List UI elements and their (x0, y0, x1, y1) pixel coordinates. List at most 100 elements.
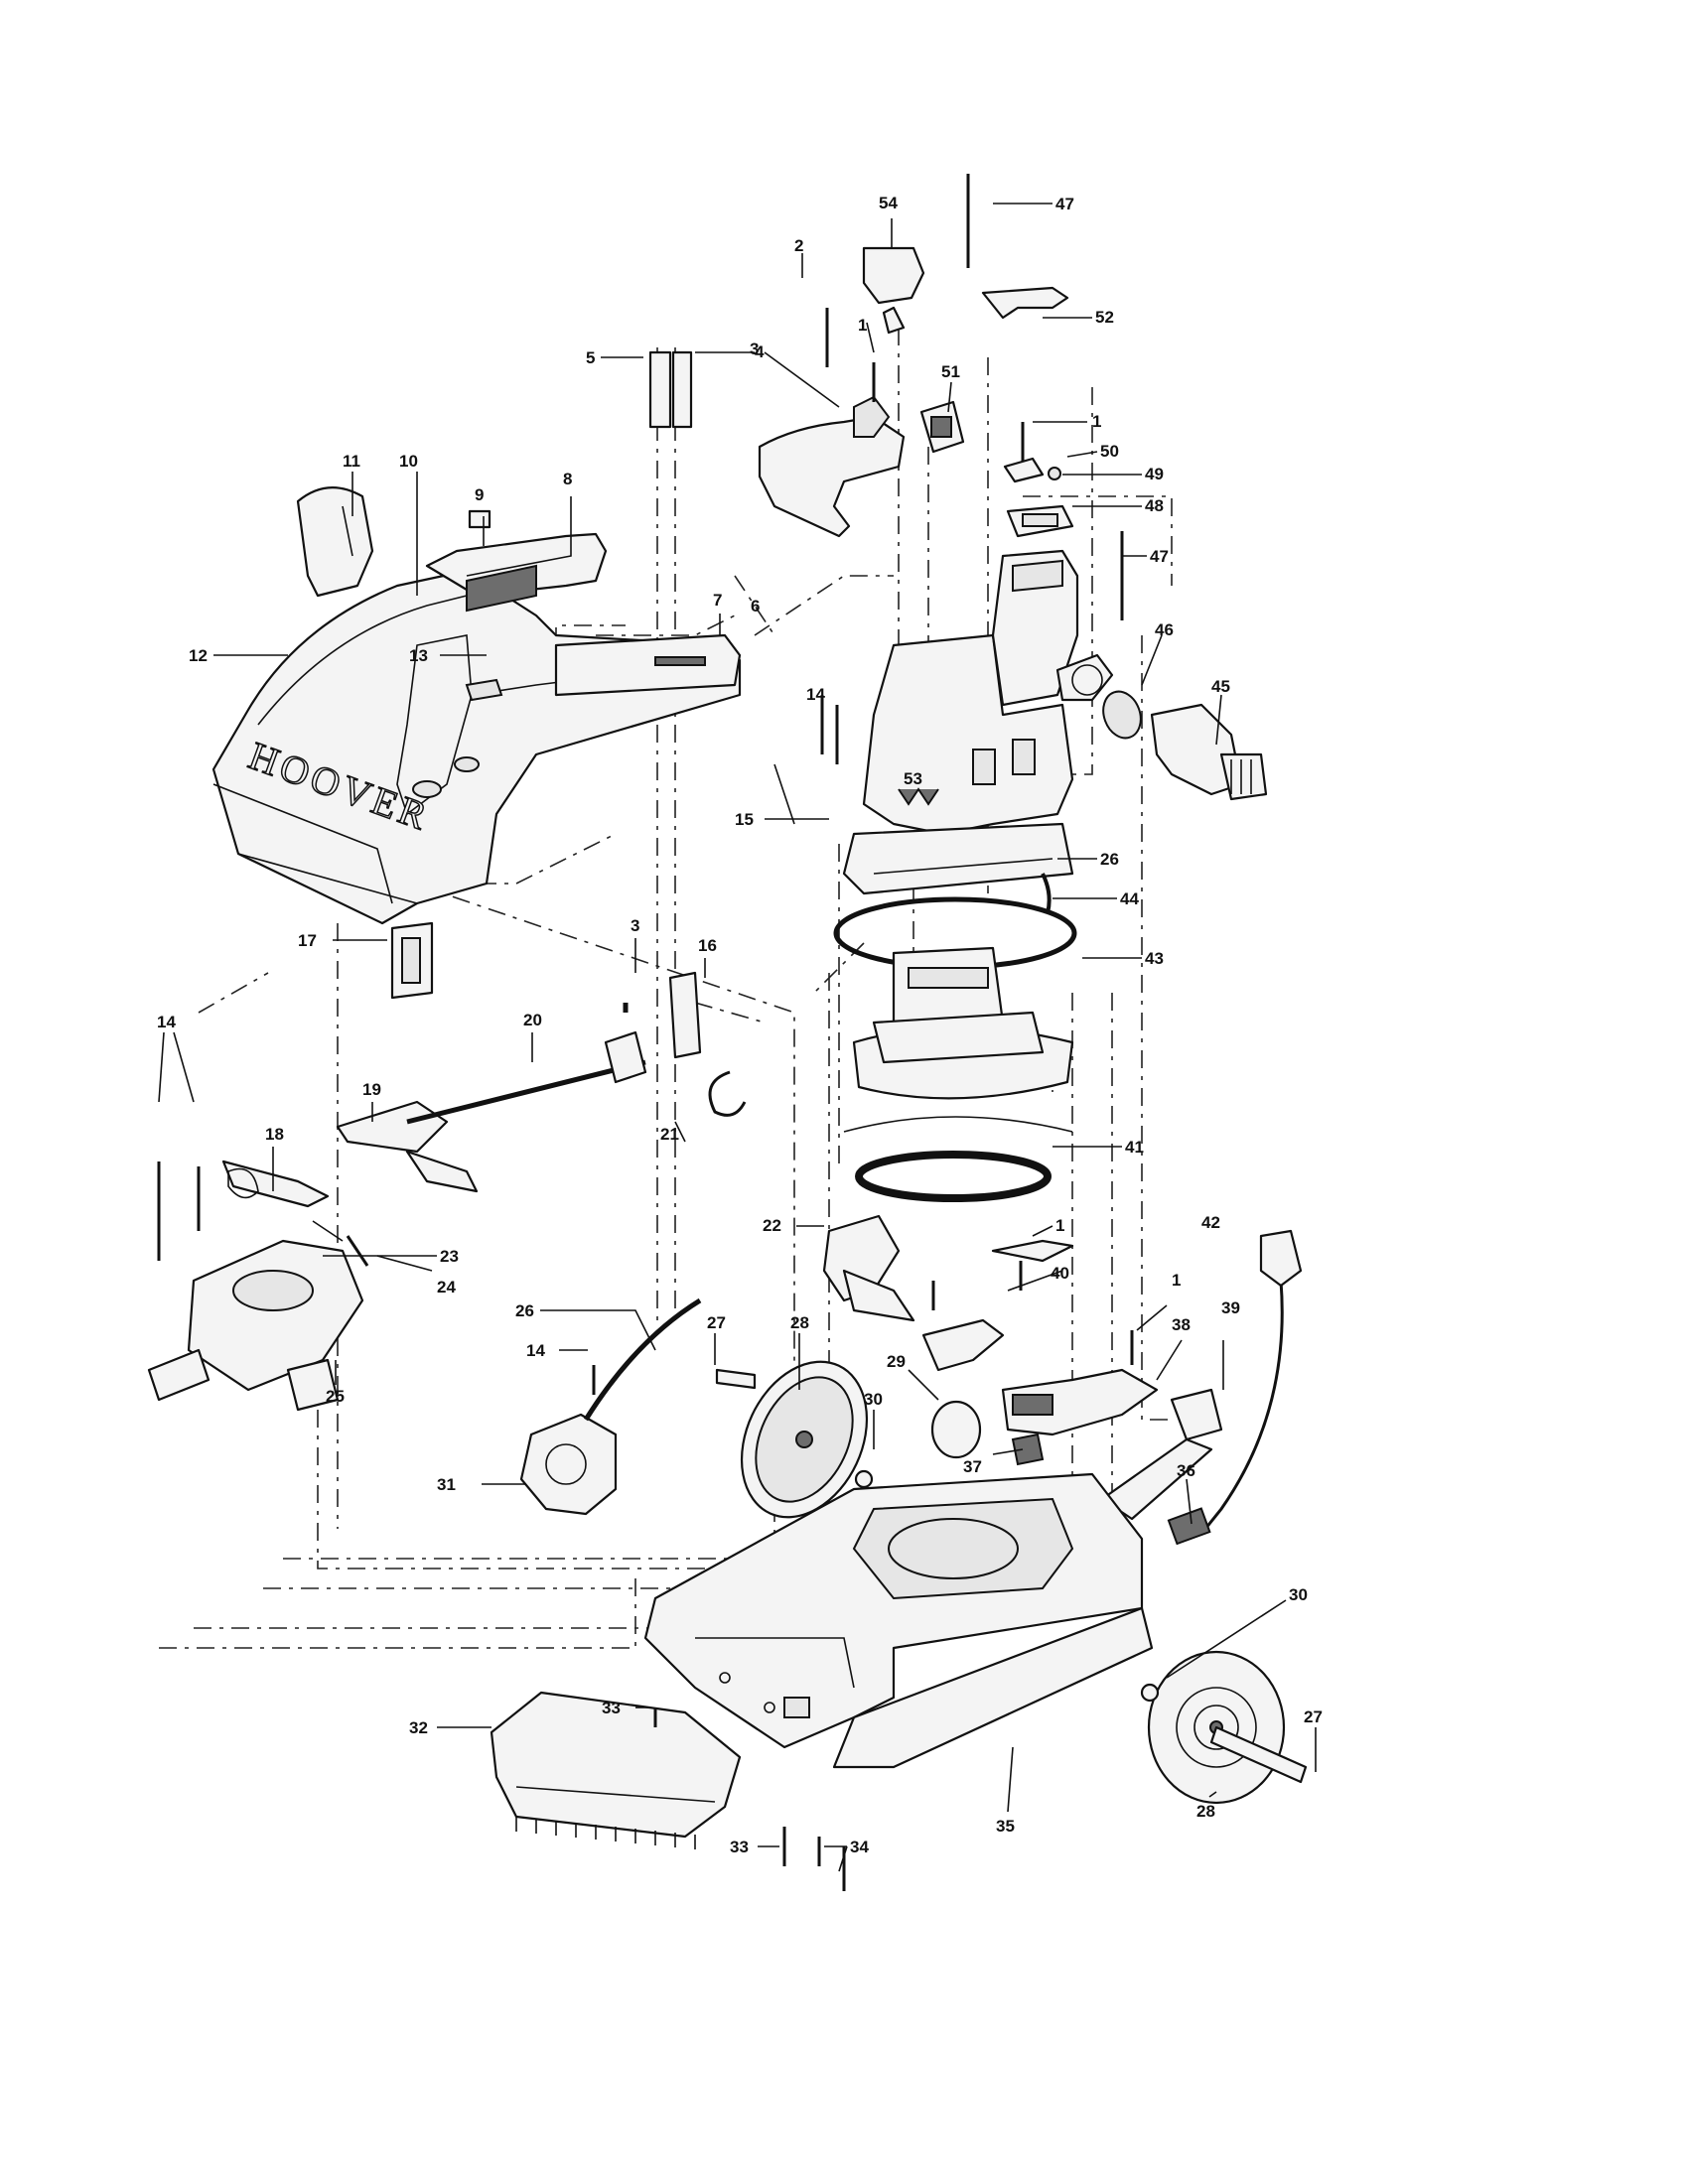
clip-part (468, 509, 491, 529)
callout-48: 48 (1145, 496, 1164, 515)
callout-20: 20 (523, 1011, 542, 1029)
callout-41: 41 (1125, 1138, 1144, 1157)
callout-23: 23 (440, 1247, 459, 1266)
pump-31 (519, 1413, 618, 1516)
bracket-40 (921, 1318, 1005, 1372)
tube-pair (648, 350, 693, 429)
callout-26b: 26 (515, 1301, 534, 1320)
hood-cap (296, 486, 374, 598)
pump-bracket (147, 1160, 369, 1412)
callout-47: 47 (1055, 195, 1074, 213)
callout-24: 24 (437, 1278, 456, 1297)
motor-assembly (852, 946, 1074, 1100)
callout-3: 3 (750, 340, 759, 358)
callout-1: 1 (858, 316, 867, 335)
callout-4: 4 (755, 342, 765, 361)
callout-40: 40 (1051, 1264, 1069, 1283)
callout-1b: 1 (1092, 412, 1101, 431)
washer-right (1140, 1683, 1160, 1703)
callout-26: 26 (1100, 850, 1119, 869)
callout-9: 9 (475, 485, 484, 504)
callout-12: 12 (189, 646, 208, 665)
callout-1c: 1 (1055, 1216, 1064, 1235)
callout-37: 37 (963, 1457, 982, 1476)
belt (855, 1151, 1052, 1202)
callout-8: 8 (563, 470, 572, 488)
screws (157, 174, 1134, 1891)
callout-labels: 47 54 2 4 5 3 1 52 51 1 50 49 48 47 46 4… (157, 194, 1323, 1856)
callout-25: 25 (326, 1387, 345, 1406)
axle-left (715, 1368, 757, 1390)
callout-11: 11 (343, 452, 360, 471)
callout-3b: 3 (631, 916, 639, 935)
axle-right (1209, 1725, 1308, 1784)
callout-17: 17 (298, 931, 317, 950)
callout-leaders (158, 203, 1317, 1872)
lever-rod (336, 1030, 647, 1193)
callout-44: 44 (1120, 889, 1139, 908)
callout-49: 49 (1145, 465, 1164, 483)
washer-left (854, 1469, 874, 1489)
callout-6: 6 (751, 597, 760, 615)
bracket-plate (991, 1239, 1074, 1263)
callout-14b: 14 (157, 1013, 176, 1031)
belt-guard (822, 1214, 915, 1322)
callout-29: 29 (887, 1352, 906, 1371)
callout-33: 33 (602, 1699, 621, 1717)
power-cord (1167, 1229, 1303, 1546)
callout-13: 13 (409, 646, 428, 665)
callout-42: 42 (1201, 1213, 1220, 1232)
callout-10: 10 (399, 452, 418, 471)
callout-39: 39 (1221, 1298, 1240, 1317)
release-pedal (1100, 1388, 1223, 1521)
callout-54: 54 (879, 194, 898, 212)
hood-latch (465, 678, 503, 702)
callout-50: 50 (1100, 442, 1119, 461)
callout-32: 32 (409, 1718, 428, 1737)
callout-53: 53 (904, 769, 922, 788)
callout-16: 16 (698, 936, 717, 955)
callout-28b: 28 (1196, 1802, 1215, 1821)
switch-37 (1011, 1433, 1045, 1466)
hose-coupling (1102, 690, 1268, 801)
callout-5: 5 (586, 348, 595, 367)
nozzle-assembly (758, 395, 965, 538)
callout-14c: 14 (526, 1341, 545, 1360)
callout-47b: 47 (1150, 547, 1169, 566)
recovery-tank (842, 549, 1114, 895)
callout-15: 15 (735, 810, 754, 829)
callout-38: 38 (1172, 1315, 1191, 1334)
callout-19: 19 (362, 1080, 381, 1099)
callout-30b: 30 (1289, 1585, 1308, 1604)
callout-1d: 1 (1172, 1271, 1181, 1290)
left-wheel (740, 1360, 869, 1519)
bushing (930, 1400, 982, 1459)
callout-43: 43 (1145, 949, 1164, 968)
callout-52: 52 (1095, 308, 1114, 327)
callout-31: 31 (437, 1475, 456, 1494)
callout-51: 51 (941, 362, 960, 381)
callout-14: 14 (806, 685, 825, 704)
callout-36: 36 (1177, 1461, 1195, 1480)
callout-22: 22 (763, 1216, 781, 1235)
brush-assembly (490, 1691, 742, 1849)
hose-26 (583, 1297, 702, 1422)
handle-grip (425, 532, 608, 613)
clip-21 (708, 1070, 747, 1117)
callout-18: 18 (265, 1125, 284, 1144)
top-bracket (862, 246, 1069, 335)
callout-7: 7 (713, 591, 722, 610)
callout-21: 21 (660, 1125, 679, 1144)
callout-27b: 27 (1304, 1707, 1323, 1726)
hood-trim (554, 633, 742, 697)
switch-plate (390, 921, 434, 1000)
valve-stack (1003, 457, 1074, 538)
callout-33b: 33 (730, 1838, 749, 1856)
callout-34: 34 (850, 1838, 869, 1856)
callout-2: 2 (794, 236, 803, 255)
callout-45: 45 (1211, 677, 1230, 696)
pedal-assembly (1001, 1368, 1159, 1436)
hood-cover: HOOVER (211, 569, 742, 925)
bracket-16 (668, 971, 702, 1059)
